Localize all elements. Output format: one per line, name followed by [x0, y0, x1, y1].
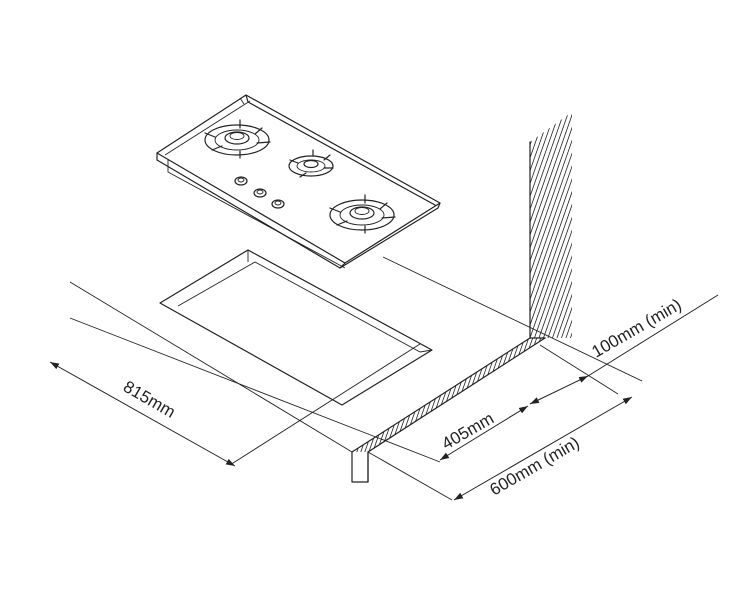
- extension-lines: [69, 256, 643, 501]
- countertop-cutout: [159, 249, 433, 406]
- burner-large-right: [329, 194, 396, 234]
- countertop: [69, 281, 546, 483]
- dimension-wall-clearance: [529, 294, 719, 405]
- burner-large-left: [204, 119, 271, 159]
- label-width: 815mm: [120, 377, 179, 422]
- dimension-width: [49, 361, 236, 467]
- knob-left: [234, 176, 248, 186]
- control-knobs: [234, 176, 285, 209]
- knob-right: [271, 199, 285, 209]
- burner-small-middle: [288, 149, 334, 178]
- gas-hob: [156, 94, 441, 269]
- knob-middle: [253, 188, 267, 198]
- label-counter-depth: 600mm (min): [487, 433, 583, 500]
- wall: [529, 112, 572, 339]
- dimension-counter-depth: [453, 396, 633, 501]
- label-depth: 405mm: [439, 409, 498, 454]
- label-wall-clearance: 100mm (min): [589, 295, 685, 362]
